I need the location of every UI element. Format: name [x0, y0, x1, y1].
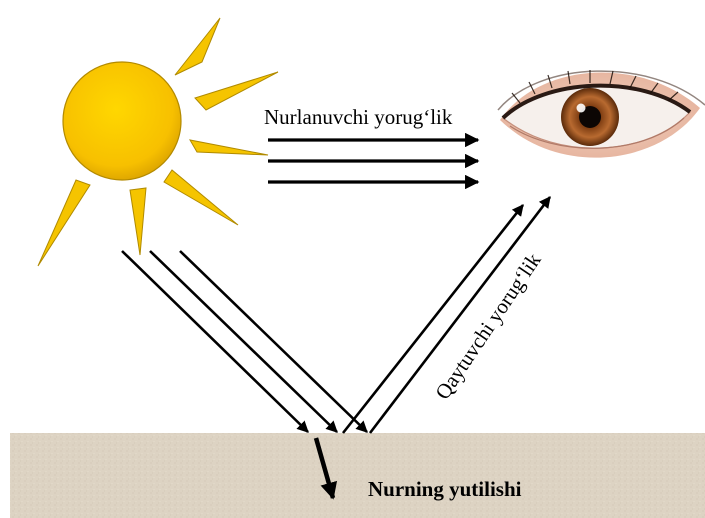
reflected-arrow: [370, 197, 550, 433]
emitted-light-label: Nurlanuvchi yorug‘lik: [264, 105, 453, 129]
incident-arrow: [122, 251, 308, 432]
sun-ray: [175, 18, 220, 75]
reflected-light-label: Qaytuvchi yorug‘lik: [430, 248, 546, 404]
incident-light-arrows: [122, 251, 367, 432]
absorption-label: Nurning yutilishi: [368, 477, 522, 501]
sun-disc: [63, 62, 181, 180]
sun-icon: [38, 18, 278, 266]
sun-ray: [164, 170, 238, 225]
incident-arrow: [150, 251, 337, 432]
ground-surface: [10, 433, 705, 518]
eye-icon: [498, 70, 705, 158]
incident-arrow: [180, 251, 367, 432]
sun-ray: [38, 180, 90, 266]
emitted-light-arrows: [268, 140, 478, 182]
sun-ray: [130, 188, 146, 255]
sun-ray: [190, 140, 268, 155]
